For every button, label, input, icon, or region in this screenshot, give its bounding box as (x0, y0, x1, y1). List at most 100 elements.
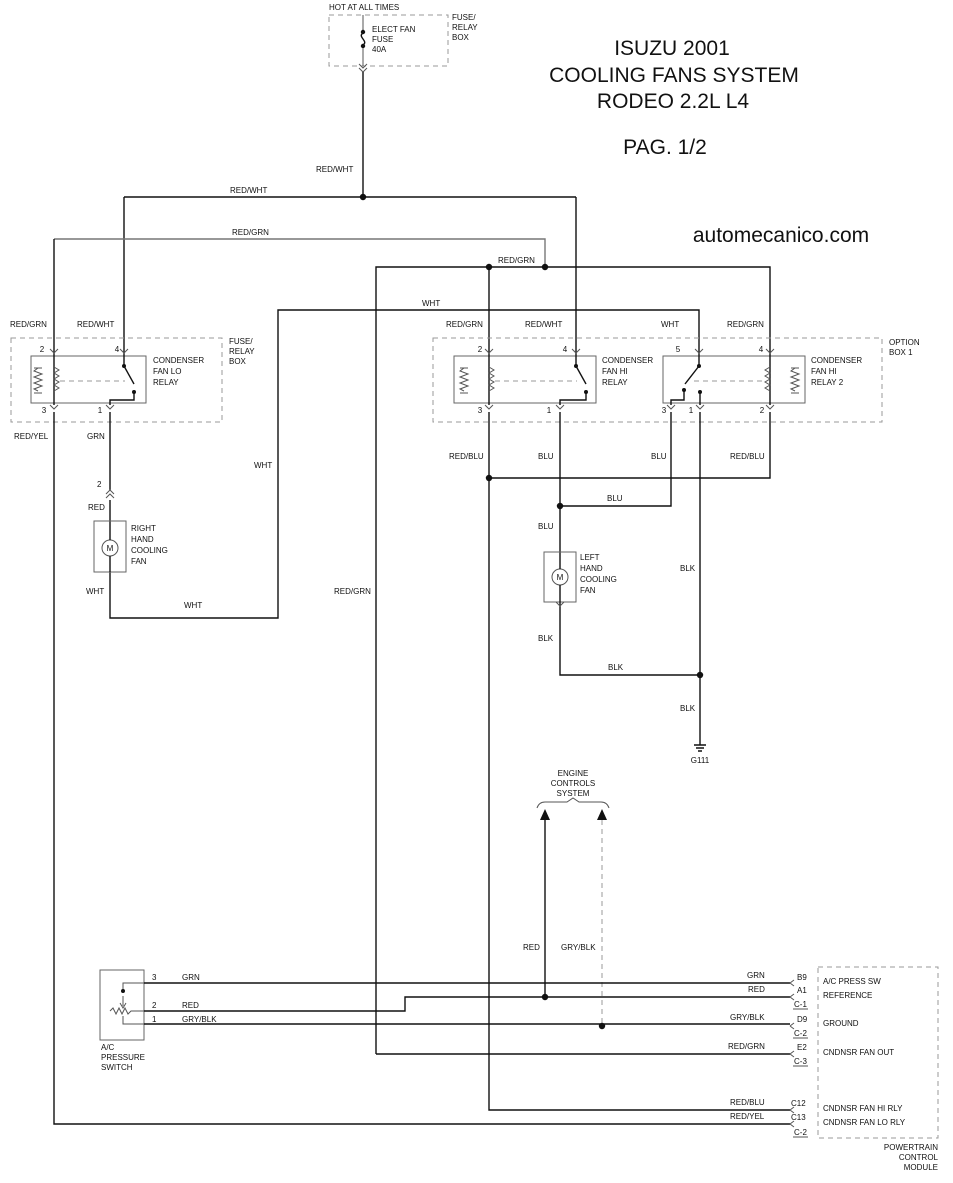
pcm-connector-c3: C-3 (794, 1057, 807, 1066)
condenser-fan-hi-relay: 2 4 3 1 CONDENSER FAN HI RELAY (453, 345, 653, 415)
left-hand-cooling-fan: M LEFT HAND COOLING FAN BLK BLK BLK (538, 551, 704, 713)
ground-icon (694, 744, 706, 752)
relay-lo-pin-3: 3 (42, 406, 47, 415)
title-line-3: RODEO 2.2L L4 (597, 90, 749, 113)
relay-hi2-body (662, 355, 806, 404)
ac-pressure-switch: A/C PRESSURE SWITCH 3 2 1 GRN RED GRY/BL… (99, 969, 217, 1072)
ecs-label-3: SYSTEM (557, 789, 590, 798)
hi-relay-output-wires: RED/BLU RED/BLU BLU BLU BLU BLU BLK (449, 412, 790, 1111)
wire-label-blu-4: BLU (538, 522, 554, 531)
right-fan-label-2: HAND (131, 535, 154, 544)
splice-red-ref (541, 993, 549, 1001)
relay-hi-name-3: RELAY (602, 378, 628, 387)
lo-box-label-1: FUSE/ (229, 337, 253, 346)
switch-pin-2: 2 (152, 1001, 157, 1010)
wire-label-red-sw: RED (182, 1001, 199, 1010)
pcm-pin-2: D9 (797, 1015, 808, 1024)
relay-hi-coil-icon (458, 367, 470, 394)
relay-hi2-name-2: FAN HI (811, 367, 837, 376)
splice-red-blu (485, 474, 493, 482)
wire-label-wht-fan: WHT (86, 587, 104, 596)
left-fan-label-2: HAND (580, 564, 603, 573)
pcm-wire-4: RED/BLU (730, 1098, 765, 1107)
pcm-label-1: POWERTRAIN (884, 1143, 938, 1152)
pcm-pin-5: C13 (791, 1113, 806, 1122)
relay-hi-pin-2: 2 (478, 345, 483, 354)
wire-label-red-grn-3: RED/GRN (334, 587, 371, 596)
relay-hi2-winding-icon (764, 366, 771, 392)
wire-label-red-ecs: RED (523, 943, 540, 952)
wire-label-wht-side: WHT (254, 461, 272, 470)
wire-label-blk-1: BLK (680, 564, 696, 573)
pcm-signal-1: REFERENCE (823, 991, 872, 1000)
wire-label-blu-3: BLU (607, 494, 623, 503)
diagram-title: ISUZU 2001 COOLING FANS SYSTEM RODEO 2.2… (549, 37, 799, 159)
pcm-pin-1: A1 (797, 986, 807, 995)
pcm-connector-c2b: C-2 (794, 1128, 807, 1137)
lo-box-label-3: BOX (229, 357, 247, 366)
relay-hi-body (453, 355, 597, 404)
pcm-wire-1: RED (748, 985, 765, 994)
pcm-label-3: MODULE (904, 1163, 938, 1172)
ecs-arrow-red (540, 809, 550, 820)
relay-hi2-pin-4: 4 (759, 345, 764, 354)
switch-label-2: PRESSURE (101, 1053, 145, 1062)
wire-label-red-grn-hi: RED/GRN (446, 320, 483, 329)
pcm-wire-5: RED/YEL (730, 1112, 765, 1121)
right-hand-cooling-fan: 2 RED M RIGHT HAND COOLING FAN (88, 480, 168, 573)
relay-lo-coil-icon (32, 367, 44, 394)
elect-fan-fuse: HOT AT ALL TIMES FUSE/ RELAY BOX ELECT F… (328, 3, 478, 73)
relay-hi2-switch-icon (684, 365, 700, 385)
condenser-fan-lo-relay: RED/GRN RED/WHT FUSE/ RELAY BOX 2 4 3 1 … (10, 320, 255, 423)
splice-blk (696, 671, 704, 679)
pcm-wire-2: GRY/BLK (730, 1013, 765, 1022)
right-fan-label-4: FAN (131, 557, 147, 566)
wire-label-red-wht-hi: RED/WHT (525, 320, 562, 329)
relay-hi-winding-icon (488, 366, 495, 392)
left-fan-label-3: COOLING (580, 575, 617, 584)
pcm-signal-5: CNDNSR FAN LO RLY (823, 1118, 906, 1127)
title-line-2: COOLING FANS SYSTEM (549, 64, 799, 87)
relay-hi2-pin-5: 5 (676, 345, 681, 354)
pcm-pin-4: C12 (791, 1099, 806, 1108)
relay-lo-pin-2: 2 (40, 345, 45, 354)
relay-lo-body (30, 355, 147, 404)
pcm-connector-c1: C-1 (794, 1000, 807, 1009)
option-box-outline (432, 337, 883, 423)
lo-relay-output-wires: RED/YEL GRN (14, 412, 790, 1125)
wire-label-red-blu-2: RED/BLU (730, 452, 765, 461)
wire-label-gry-blk-sw: GRY/BLK (182, 1015, 217, 1024)
pcm-signal-3: CNDNSR FAN OUT (823, 1048, 894, 1057)
title-line-1: ISUZU 2001 (614, 37, 730, 60)
relay-hi-name-1: CONDENSER (602, 356, 653, 365)
fuse-box-label-3: BOX (452, 33, 470, 42)
relay-hi2-name-1: CONDENSER (811, 356, 862, 365)
engine-controls-system: ENGINE CONTROLS SYSTEM RED GRY/BLK (523, 769, 610, 1026)
wire-label-grn-lo: GRN (87, 432, 105, 441)
option-box-1: OPTION BOX 1 RED/GRN RED/WHT WHT RED/GRN (432, 320, 920, 423)
right-fan-motor-letter: M (107, 544, 114, 553)
wire-label-red-wht-2: RED/WHT (230, 186, 267, 195)
relay-lo-winding-icon (53, 366, 60, 392)
wire-label-grn-sw: GRN (182, 973, 200, 982)
right-fan-pin-2: 2 (97, 480, 102, 489)
wire-label-red-grn-1: RED/GRN (232, 228, 269, 237)
ecs-bracket (536, 797, 610, 809)
left-fan-motor-letter: M (557, 573, 564, 582)
lo-box-label-2: RELAY (229, 347, 255, 356)
fuse-box-label-1: FUSE/ (452, 13, 476, 22)
fuse-icon (360, 32, 366, 46)
relay-lo-pin-4: 4 (115, 345, 120, 354)
relay-lo-name-3: RELAY (153, 378, 179, 387)
switch-pin-3: 3 (152, 973, 157, 982)
wire-label-blu-2: BLU (651, 452, 667, 461)
relay-hi2-name-3: RELAY 2 (811, 378, 844, 387)
wire-label-red-wht-lo: RED/WHT (77, 320, 114, 329)
fuse-terminal-bottom (360, 43, 366, 49)
powertrain-control-module: POWERTRAIN CONTROL MODULE GRN B9 A/C PRE… (728, 966, 939, 1172)
pcm-pin-0: B9 (797, 973, 807, 982)
relay-hi-name-2: FAN HI (602, 367, 628, 376)
wire-label-wht-bottom: WHT (184, 601, 202, 610)
fuse-box-label-2: RELAY (452, 23, 478, 32)
